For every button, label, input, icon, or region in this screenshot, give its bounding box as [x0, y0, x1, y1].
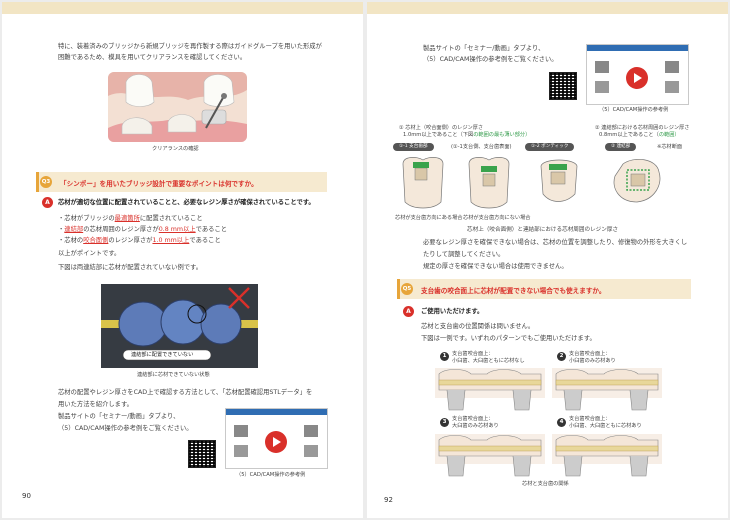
answer-line-1: 芯材と支台歯の位置関係は問いません。: [421, 323, 535, 330]
body2-line-4: （5）CAD/CAM操作の参考例をご覧ください。: [58, 425, 193, 432]
q5-bar: [397, 279, 691, 299]
case-3-number: 3: [440, 418, 449, 427]
case-1-line-1: 支台歯咬合面上：: [452, 351, 494, 357]
play-icon[interactable]: [265, 431, 287, 453]
q3-question: 「シンポー」を用いたブリッジ設計で重要なポイントは何ですか。: [60, 180, 258, 188]
diag-caption: 芯材上（咬合面側）と連結部における芯材周囲のレジン厚さ: [467, 227, 619, 233]
case-4-line-1: 支台歯咬合面上：: [569, 416, 611, 422]
video-thumbnail[interactable]: [225, 408, 328, 469]
case-3-line-1: 支台歯咬合面上：: [452, 416, 494, 422]
thumb-caption: （5）CAD/CAM操作の参考例: [236, 472, 306, 478]
top-band: [2, 2, 363, 14]
case-1-diagram: [435, 368, 545, 411]
case-4-line-2: 小臼歯、大臼歯ともに芯材あり: [569, 423, 642, 429]
q5-question: 支台歯の咬合面上に芯材が配置できない場合でも使えますか。: [421, 287, 606, 295]
bullet-2: ・連結部の芯材周囲のレジン厚さが0.8 mm以上であること: [58, 226, 228, 233]
intro-line-1: 特に、装着済みのブリッジから新規ブリッジを再作製する際はガイドグループを用いた形…: [58, 43, 322, 50]
thumb-caption: （5）CAD/CAM操作の参考例: [599, 107, 669, 113]
answer-badge: A: [42, 197, 53, 208]
fig2-label: 連結部に配置できていない: [131, 352, 194, 358]
case-2-line-1: 支台歯咬合面上：: [569, 351, 611, 357]
body-line-3: 規定の厚さを確保できない場合は使用できません。: [423, 263, 568, 270]
bridge-figure: 連結部に配置できていない: [101, 284, 258, 368]
tooth-diagrams: [402, 157, 661, 209]
video-thumbnail[interactable]: [586, 44, 689, 105]
pill-abutment: ①-1 支台歯部: [393, 143, 434, 151]
body2-line-1: 芯材の配置やレジン厚さをCAD上で確認する方法として、「芯材配置確認用STLデー…: [58, 389, 313, 396]
body-line-2: たりして調整してください。: [423, 251, 505, 258]
case-4-diagram: [552, 434, 662, 477]
body-line-1: 必要なレジン厚さを確保できない場合は、芯材の位置を調整したり、修復物の外形を大き…: [423, 239, 688, 246]
intro-line-2: 困難であるため、模具を用いてクリアランスを確認してください。: [58, 54, 247, 61]
case-3-diagram: [435, 434, 545, 477]
left-page: 特に、装着済みのブリッジから新規ブリッジを再作製する際はガイドグループを用いた形…: [2, 2, 363, 518]
note-1: ① 芯材上（咬合面側）のレジン厚さ: [399, 125, 484, 131]
body2-line-3: 製品サイトの「セミナー/動画」タブより、: [58, 413, 180, 420]
answer-badge: A: [403, 306, 414, 317]
answer-after-2: 下図は両連結部に芯材が配置されていない例です。: [58, 264, 203, 271]
page-number: 90: [22, 492, 31, 500]
bullet-3: ・芯材の咬合面側のレジン厚さが1.0 mm以上であること: [58, 237, 221, 244]
intro-line-2: （5）CAD/CAM操作の参考例をご覧ください。: [423, 56, 558, 63]
pill-connector: ② 連結部: [605, 143, 637, 151]
bullet-1: ・芯材がブリッジの最適箇所に配置されていること: [58, 215, 203, 222]
tooth-label-2: 芯材が支台歯方向にない場合: [463, 215, 531, 221]
answer-title: 芯材が適切な位置に配置されていることと、必要なレジン厚さが確保されていることです…: [58, 199, 315, 206]
play-icon[interactable]: [626, 67, 648, 89]
note-2: ② 連結部における芯材周囲のレジン厚さ: [595, 125, 690, 131]
pill-note-2: ※芯材断面: [657, 144, 683, 150]
qr-code[interactable]: [549, 72, 577, 100]
pill-pontic: ①-2 ポンティック: [525, 143, 575, 151]
case-3-line-2: 大臼歯のみ芯材あり: [452, 423, 499, 429]
cases-caption: 芯材と支台歯の関係: [522, 481, 569, 487]
fig2-caption: 連結部に芯材できていない状態: [137, 372, 210, 378]
intro-line-1: 製品サイトの「セミナー/動画」タブより、: [423, 45, 545, 52]
clearance-figure: [108, 72, 247, 142]
case-1-line-2: 小臼歯、大臼歯ともに芯材なし: [452, 358, 525, 364]
q3-bar: [36, 172, 327, 192]
case-2-line-2: 小臼歯のみ芯材あり: [569, 358, 616, 364]
answer-after-1: 以上がポイントです。: [58, 250, 121, 257]
case-4-number: 4: [557, 418, 566, 427]
right-page: 製品サイトの「セミナー/動画」タブより、 （5）CAD/CAM操作の参考例をご覧…: [367, 2, 728, 518]
case-1-number: 1: [440, 352, 449, 361]
q5-badge: Q5: [401, 283, 413, 295]
body2-line-2: 用いた方法を紹介します。: [58, 401, 133, 408]
answer-title: ご使用いただけます。: [421, 308, 484, 315]
case-2-diagram: [552, 368, 662, 411]
note-2b: 0.8mm以上であること（の範囲）: [599, 132, 680, 138]
pill-note-1: (①-1支台側、支台歯表面): [451, 144, 512, 150]
tooth-label-1: 芯材が支台歯方向にある場合: [395, 215, 463, 221]
case-2-number: 2: [557, 352, 566, 361]
page-number: 92: [384, 496, 393, 504]
qr-code[interactable]: [188, 440, 216, 468]
answer-line-2: 下図は一例です。いずれのパターンでもご使用いただけます。: [421, 335, 596, 342]
note-1b: 1.0mm以上であること（下図の範囲の最も薄い部分）: [403, 132, 531, 138]
q3-badge: Q3: [40, 176, 52, 188]
top-band: [367, 2, 728, 14]
fig1-caption: クリアランスの確認: [152, 146, 199, 152]
